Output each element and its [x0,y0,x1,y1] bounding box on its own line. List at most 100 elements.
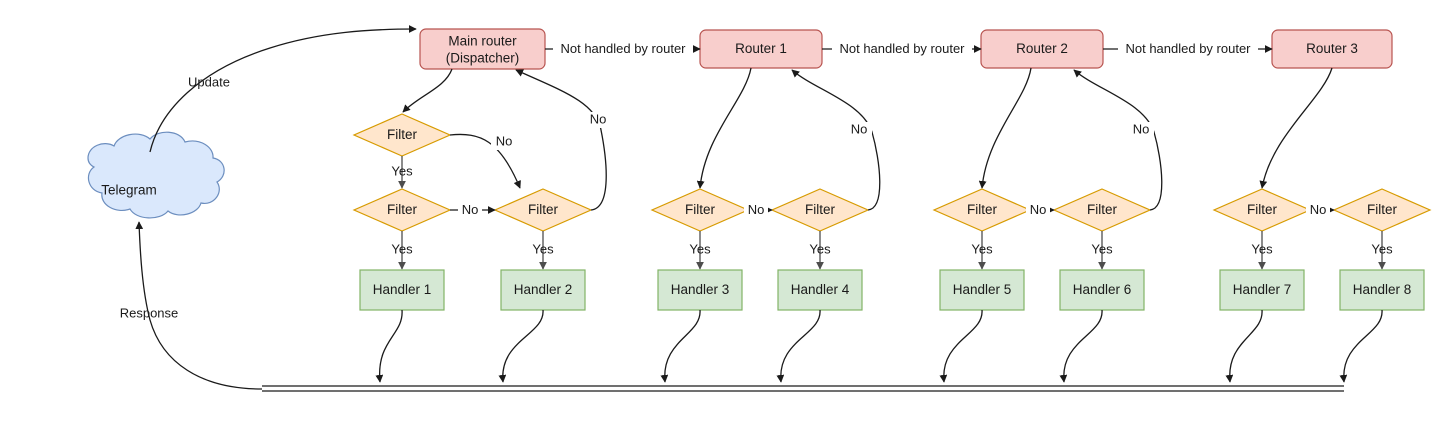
edge-label-yes-5: Yes [971,241,993,256]
router-3-label: Router 3 [1306,41,1358,56]
edge-label-no-return-2: No [851,121,868,136]
filter-2-node[interactable]: Filter [493,188,593,232]
edge-handler8-to-bus [1339,309,1383,383]
edge-label-yes-8: Yes [1371,241,1393,256]
edge-label-no-7: No [1310,202,1327,217]
edge-handler7-to-bus [1225,309,1263,383]
filter-1-label: Filter [387,202,418,217]
label-bg-no-return-2 [846,122,872,138]
label-bg-2 [832,41,972,58]
filter-1-node[interactable]: Filter [352,188,452,232]
handler-7-box [1219,269,1305,311]
edge-handler2-to-bus [498,309,544,383]
filter-7-label: Filter [1247,202,1278,217]
telegram-label: Telegram [101,183,157,198]
edge-label-no-return-3: No [1133,121,1150,136]
edge-label-not-handled-1: Not handled by router [560,41,686,56]
edge-label-no-top: No [496,133,513,148]
edge-handler5-to-bus [939,309,983,383]
edge-main-to-filter-top [402,68,453,113]
handler-2-box [500,269,586,311]
label-bg-no-return-3 [1128,122,1154,138]
edge-label-yes-3: Yes [689,241,711,256]
filter-4-node[interactable]: Filter [770,188,870,232]
cloud-icon [87,131,225,219]
handler-5-node[interactable]: Handler 5 [939,269,1025,311]
filter-5-node[interactable]: Filter [932,188,1032,232]
filter-2-label: Filter [528,202,559,217]
label-bg-no-return-1 [585,112,611,128]
label-bg-no-5 [1026,202,1050,218]
filter-8-label: Filter [1367,202,1398,217]
router-main-label-line1: Main router [448,34,517,49]
filter-3-node[interactable]: Filter [650,188,750,232]
handler-8-label: Handler 8 [1353,282,1412,297]
edge-filter6-no-return [1073,69,1163,211]
router-router-2[interactable]: Router 2 [980,29,1104,69]
edge-label-no-3: No [748,202,765,217]
label-bg-1 [553,41,693,58]
edge-label-no-5: No [1030,202,1047,217]
handler-5-label: Handler 5 [953,282,1012,297]
handler-4-box [777,269,863,311]
handler-7-label: Handler 7 [1233,282,1292,297]
handler-6-box [1059,269,1145,311]
filter-6-label: Filter [1087,202,1118,217]
edge-router1-to-filter3 [696,67,752,189]
label-bg-no-3 [744,202,768,218]
handler-8-node[interactable]: Handler 8 [1339,269,1425,311]
handler-1-label: Handler 1 [373,282,432,297]
edge-label-yes-6: Yes [1091,241,1113,256]
handler-4-label: Handler 4 [791,282,850,297]
edge-label-update: Update [188,74,230,89]
edge-filter2-no-return [515,69,607,211]
filter-top-a-node[interactable]: Filter [352,113,452,157]
edge-label-yes-top: Yes [391,163,413,178]
handler-5-box [939,269,1025,311]
router-main-label-line2: (Dispatcher) [446,51,520,66]
filter-7-node[interactable]: Filter [1212,188,1312,232]
filter-4-label: Filter [805,202,836,217]
filter-8-node[interactable]: Filter [1332,188,1432,232]
handler-1-box [359,269,445,311]
label-bg-no-7 [1306,202,1330,218]
label-bg-no-top [491,134,517,150]
edge-label-not-handled-3: Not handled by router [1125,41,1251,56]
handler-6-label: Handler 6 [1073,282,1132,297]
handler-7-node[interactable]: Handler 7 [1219,269,1305,311]
handler-2-node[interactable]: Handler 2 [500,269,586,311]
edge-router3-to-filter7 [1259,67,1333,189]
edge-response [135,221,263,390]
edge-router2-to-filter5 [978,67,1032,189]
label-bg-no-1 [458,202,482,218]
router-router-1[interactable]: Router 1 [699,29,823,69]
edge-handler4-to-bus [776,309,821,383]
filter-6-node[interactable]: Filter [1052,188,1152,232]
telegram-cloud-node[interactable]: Telegram [87,131,225,219]
edge-handler6-to-bus [1059,309,1103,383]
edge-update [149,25,417,153]
edge-handler3-to-bus [660,309,701,383]
edge-handler1-to-bus [375,309,403,383]
filter-top-a-label: Filter [387,127,418,142]
router-2-label: Router 2 [1016,41,1068,56]
handler-2-label: Handler 2 [514,282,573,297]
router-router-3[interactable]: Router 3 [1271,29,1393,69]
handler-1-node[interactable]: Handler 1 [359,269,445,311]
edge-label-no-1: No [462,202,479,217]
edge-label-yes-4: Yes [809,241,831,256]
edge-filtertop-no [449,133,521,189]
router-1-label: Router 1 [735,41,787,56]
filter-5-label: Filter [967,202,998,217]
handler-3-node[interactable]: Handler 3 [657,269,743,311]
edge-label-yes-2: Yes [532,241,554,256]
edge-label-yes-1: Yes [391,241,413,256]
edge-label-not-handled-2: Not handled by router [839,41,965,56]
handler-6-node[interactable]: Handler 6 [1059,269,1145,311]
handler-4-node[interactable]: Handler 4 [777,269,863,311]
edge-label-response: Response [120,305,179,320]
edge-label-no-return-1: No [590,111,607,126]
router-main-router[interactable]: Main router (Dispatcher) [419,28,546,70]
